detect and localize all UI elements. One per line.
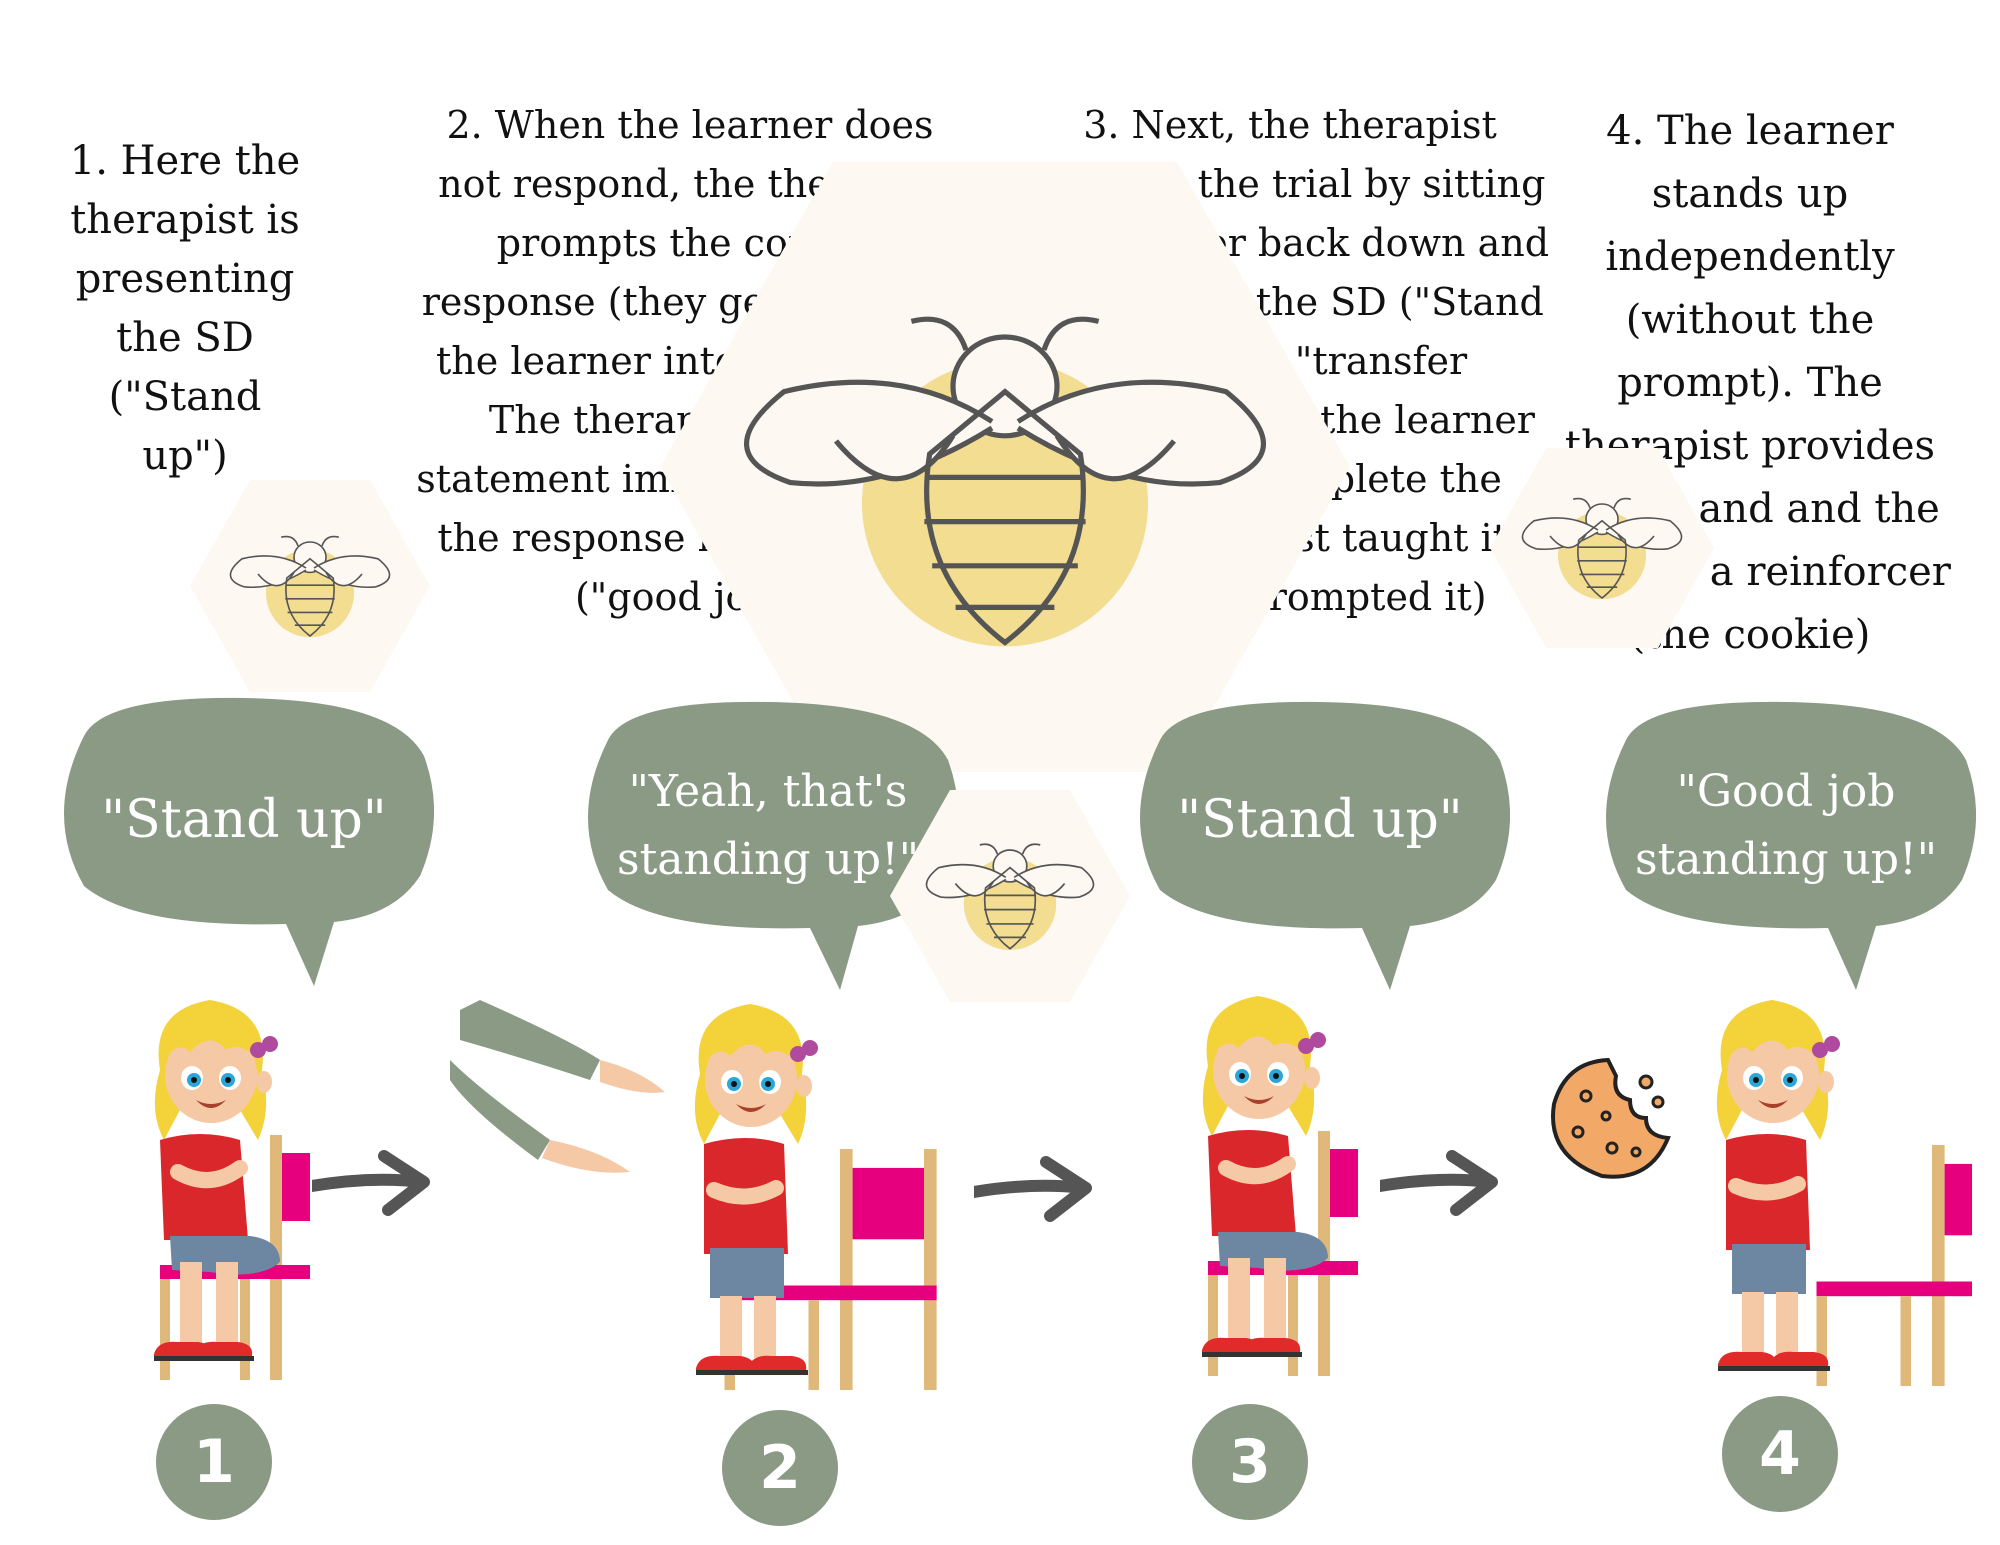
girl-standing-icon (694, 1004, 937, 1390)
step-4-line: prompt). The (1617, 360, 1883, 406)
girl-sitting-icon (1202, 996, 1358, 1376)
speech-bubble-2: "Yeah, that's standing up!" (578, 700, 958, 1000)
right-arrow-icon (1380, 1150, 1510, 1220)
step-4-line: 4. The learner (1606, 108, 1894, 154)
bubble-2-line: standing up!" (617, 834, 919, 885)
bubble-2-line: "Yeah, that's (628, 766, 908, 817)
bubble-1-line: "Stand up" (101, 790, 387, 850)
step-1-text: 1. Here the therapist is presenting the … (40, 132, 330, 486)
step-1-line: up") (142, 433, 228, 479)
step-4-line: independently (1605, 234, 1895, 280)
step-4-line: (without the (1625, 297, 1875, 343)
prompting-arms-icon (450, 1000, 665, 1173)
step-1-line: therapist is (70, 197, 300, 243)
bee-hexagon-icon (190, 480, 430, 692)
step-1-line: presenting (75, 256, 295, 302)
girl-standing-icon (1716, 1000, 1972, 1386)
bubble-4-line: "Good job (1676, 766, 1896, 817)
step-1-line: the SD (116, 315, 254, 361)
right-arrow-icon (312, 1150, 442, 1220)
step-2-line: 2. When the learner does (446, 103, 934, 147)
step-1-line: 1. Here the (69, 138, 301, 184)
bee-hexagon-icon (660, 162, 1350, 772)
step-4-line: stands up (1651, 171, 1849, 217)
right-arrow-icon (974, 1156, 1104, 1226)
cookie-icon (1551, 1057, 1671, 1179)
speech-bubble-3: "Stand up" (1130, 700, 1510, 1000)
step-number-badge: 3 (1192, 1404, 1308, 1520)
girl-sitting-icon (154, 1000, 310, 1380)
step-1-line: ("Stand (108, 374, 262, 420)
speech-bubble-1: "Stand up" (54, 696, 434, 996)
bubble-4-line: standing up!" (1635, 834, 1937, 885)
speech-bubble-4: "Good job standing up!" (1596, 700, 1976, 1000)
step-number-badge: 1 (156, 1404, 272, 1520)
step-3-line: 3. Next, the therapist (1083, 103, 1497, 147)
bee-hexagon-icon (890, 790, 1130, 1002)
step-number-badge: 4 (1722, 1396, 1838, 1512)
step-number-badge: 2 (722, 1410, 838, 1526)
bee-hexagon-icon (1490, 448, 1714, 648)
bubble-3-line: "Stand up" (1177, 790, 1463, 850)
